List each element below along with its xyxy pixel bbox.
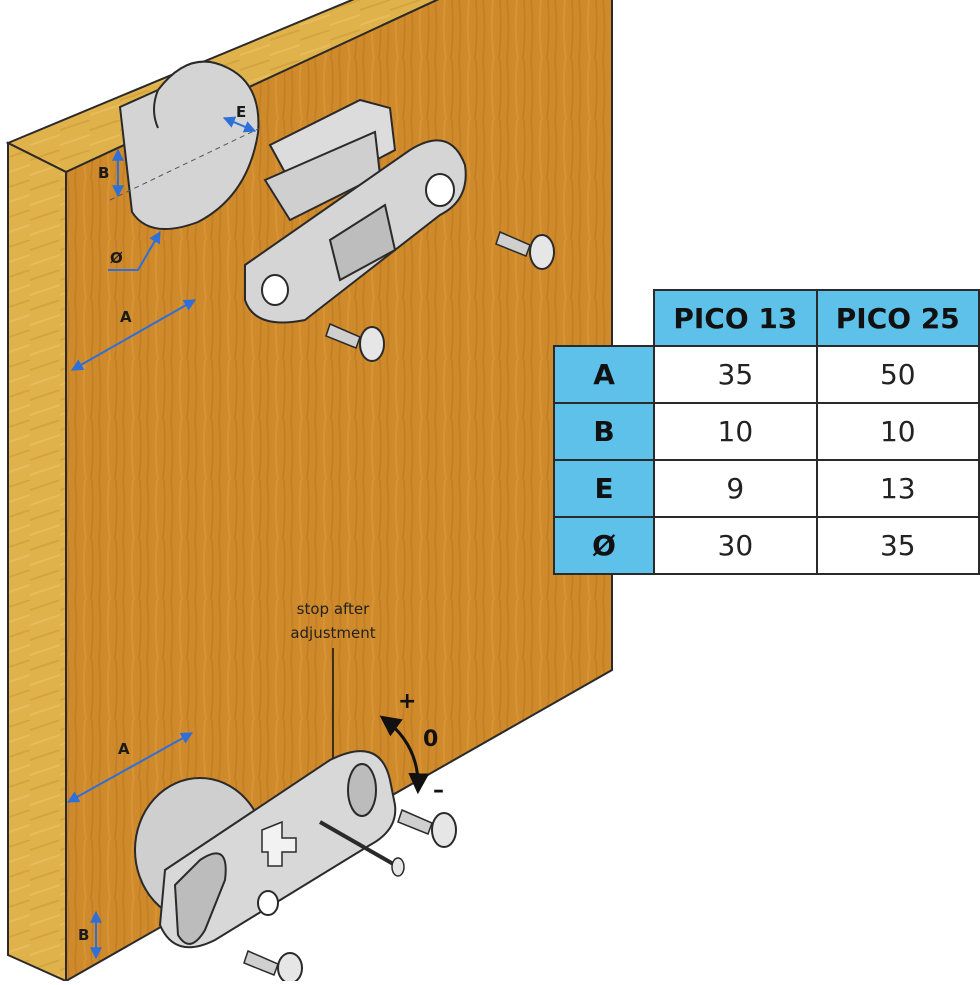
table-cell: 10 <box>815 402 980 461</box>
table-cell: 13 <box>815 459 980 518</box>
row-label: A <box>552 345 656 404</box>
adjust-zero: 0 <box>423 727 438 752</box>
adjustment-arrow: + 0 – <box>379 689 444 803</box>
dim-A-bottom: A <box>66 732 194 803</box>
panel-side-edge <box>7 141 67 983</box>
adjust-plus: + <box>398 689 416 714</box>
dimension-table: PICO 13 PICO 25 A 35 50 B 10 10 E 9 13 Ø… <box>552 289 980 575</box>
dim-label-B-top: B <box>98 164 109 182</box>
wood-panel <box>5 0 613 983</box>
annotation-line2: adjustment <box>290 624 375 642</box>
table-cell: 35 <box>653 345 818 404</box>
screw-bottom-right <box>397 808 457 848</box>
dim-B-bottom: B <box>78 910 102 960</box>
hinge-body-bottom <box>134 750 397 949</box>
table-header-row: PICO 13 PICO 25 <box>554 289 980 347</box>
dim-B-top: B <box>98 148 124 198</box>
table-row: E 9 13 <box>552 459 980 518</box>
table-cell: 35 <box>815 516 980 575</box>
table-cell: 50 <box>815 345 980 404</box>
dim-phi: Ø <box>108 230 161 271</box>
screw-top-left <box>325 322 385 362</box>
column-header-pico13: PICO 13 <box>653 289 818 347</box>
dim-label-E: E <box>236 103 246 121</box>
annotation-line1: stop after <box>297 600 370 618</box>
stop-annotation: stop after adjustment <box>290 600 376 838</box>
cup-hole-top <box>109 60 261 230</box>
row-label: B <box>552 402 656 461</box>
dim-label-B-bottom: B <box>78 926 89 944</box>
row-label: E <box>552 459 656 518</box>
column-header-pico25: PICO 25 <box>815 289 980 347</box>
screw-bottom-left <box>243 949 303 984</box>
dim-label-A-top: A <box>120 308 132 326</box>
hinge-plate-top <box>244 98 467 324</box>
dim-label-phi: Ø <box>110 249 123 267</box>
dim-E: E <box>222 103 257 133</box>
adjustment-pin <box>319 820 405 877</box>
table-row: Ø 30 35 <box>552 516 980 575</box>
table-cell: 10 <box>653 402 818 461</box>
table-corner <box>554 290 654 346</box>
table-cell: 9 <box>653 459 818 518</box>
screw-top-right <box>495 230 555 270</box>
table-row: B 10 10 <box>552 402 980 461</box>
table-row: A 35 50 <box>552 345 980 404</box>
dim-A-top: A <box>70 299 197 371</box>
table-cell: 30 <box>653 516 818 575</box>
adjust-minus: – <box>433 778 444 803</box>
dim-label-A-bottom: A <box>118 740 130 758</box>
row-label: Ø <box>552 516 656 575</box>
panel-front-face <box>65 0 613 983</box>
